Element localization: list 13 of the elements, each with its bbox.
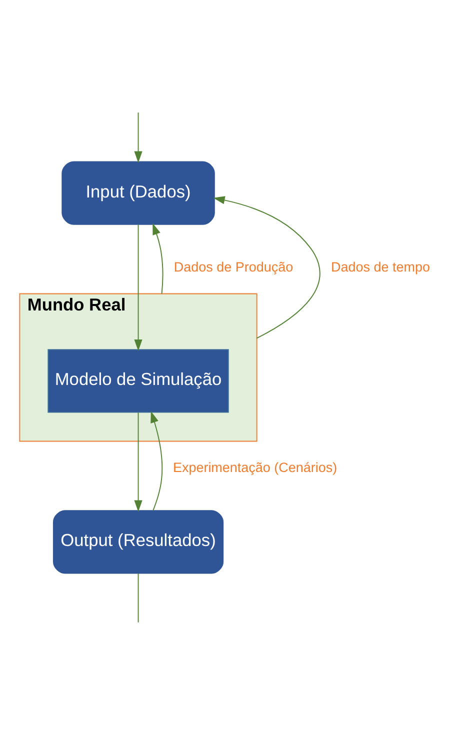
arrow <box>150 411 163 512</box>
arrow <box>152 223 164 294</box>
node-box: Modelo de Simulação <box>48 349 229 413</box>
edge-label: Dados de Produção <box>174 259 294 274</box>
connector <box>138 572 139 623</box>
edge-label: Experimentação (Cenários) <box>172 460 338 475</box>
node-box: Output (Resultados) <box>52 510 224 574</box>
node-box: Input (Dados) <box>62 161 215 225</box>
edge-label: Dados de tempo <box>331 259 430 274</box>
arrow <box>134 112 142 163</box>
arrow <box>213 196 320 339</box>
arrow <box>134 224 142 352</box>
arrow <box>134 412 142 512</box>
